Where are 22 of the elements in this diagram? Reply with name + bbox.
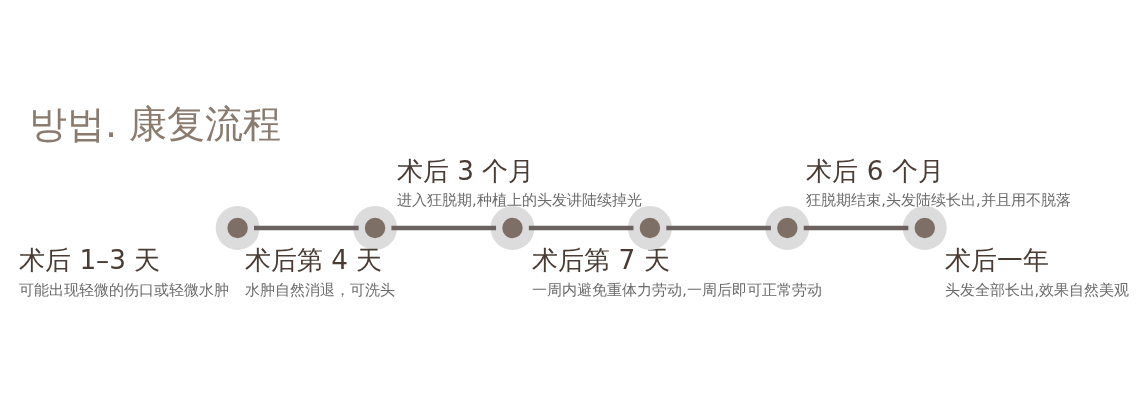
node-label: 术后 3 个月	[396, 155, 535, 186]
node-label: 术后 6 个月	[806, 155, 944, 186]
connector	[666, 225, 771, 231]
node-label: 头发全部长出,效果自然美观	[944, 280, 1130, 298]
connector	[254, 225, 359, 231]
node-circle	[353, 206, 397, 250]
node-circle	[902, 206, 947, 250]
connector	[803, 225, 909, 231]
node-label: 术后第 7 天	[532, 244, 670, 275]
node-label: 一周内避免重体力劳动,一周后即可正常劳动	[532, 280, 822, 298]
node-label: 可能出现轻微的伤口或轻微水肿	[19, 280, 230, 298]
connector	[391, 225, 497, 231]
node-label: 狂脱期结束,头发陆续长出,并且用不脱落	[806, 191, 1071, 209]
node-label: 术后 1–3 天	[19, 244, 161, 275]
node-label: 进入狂脱期,种植上的头发讲陆续掉光	[396, 191, 642, 209]
node-circle	[628, 206, 672, 250]
node-label: 术后第 4 天	[244, 244, 383, 275]
node-label: 水肿自然消退，可洗头	[244, 280, 395, 298]
diagram-title: 방법. 康复流程	[28, 102, 282, 147]
connector	[528, 225, 634, 231]
node-circle	[765, 206, 810, 250]
node-label: 术后一年	[944, 244, 1049, 275]
